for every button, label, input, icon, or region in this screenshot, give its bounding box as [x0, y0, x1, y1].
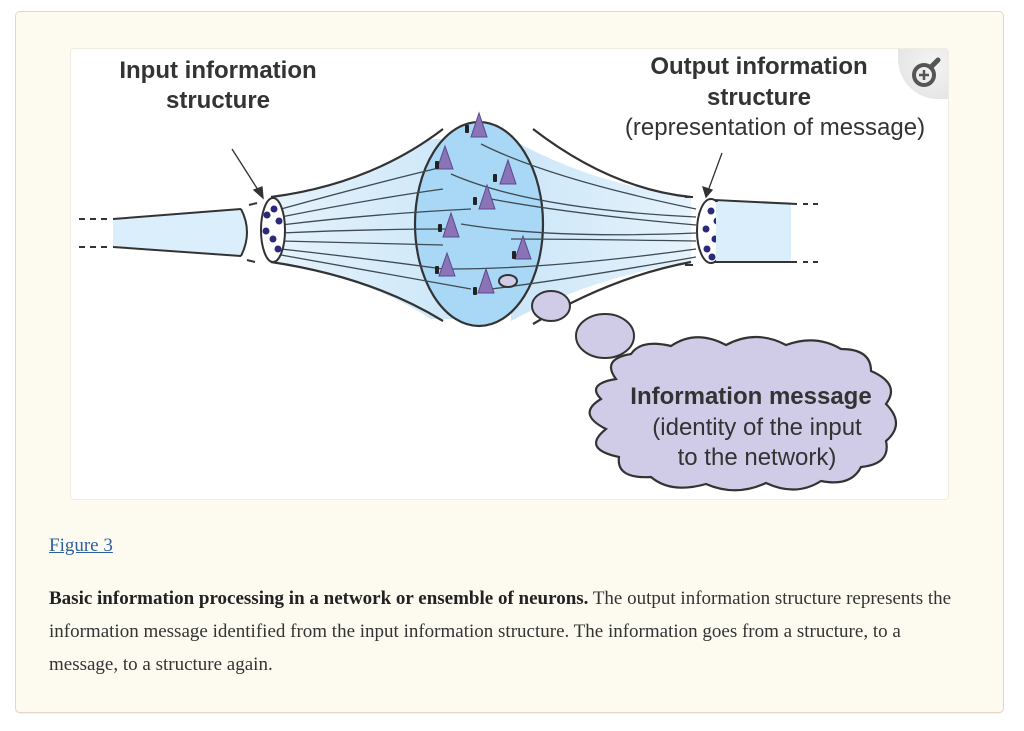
output-tube: [685, 196, 823, 266]
neuron: [478, 183, 496, 210]
neuron: [499, 158, 517, 185]
message-title: Information message: [630, 383, 871, 410]
neuron: [477, 267, 495, 294]
neurons: [436, 111, 532, 294]
output-subtitle: (representation of message): [625, 114, 925, 141]
figure-caption: Basic information processing in a networ…: [49, 582, 969, 681]
connection-lines: [280, 143, 697, 290]
caption-title: Basic information processing in a networ…: [49, 588, 589, 609]
input-title: Input information: [119, 57, 316, 84]
input-funnel: [271, 139, 466, 319]
zoom-image-button[interactable]: [898, 49, 948, 99]
input-tube: [79, 202, 258, 263]
figure-link[interactable]: Figure 3: [49, 535, 113, 556]
input-structure: [260, 197, 286, 263]
thought-bubble: [575, 313, 635, 359]
message-subtitle-1: (identity of the input: [652, 414, 862, 441]
figure-image[interactable]: Input information structure Output infor…: [70, 48, 949, 500]
network-diagram: Input information structure Output infor…: [79, 53, 925, 492]
neuron: [514, 234, 532, 260]
message-cloud: [588, 335, 898, 492]
thought-bubble: [531, 290, 571, 322]
output-title: Output information: [650, 53, 867, 80]
input-title-line2: structure: [166, 87, 270, 114]
pointer-arrows: [231, 148, 723, 200]
caption-text: The output information structure represe…: [49, 588, 952, 675]
neuron: [470, 111, 488, 138]
output-funnel: [511, 139, 691, 321]
magnifier-plus-icon: [912, 57, 941, 87]
neuron: [436, 144, 454, 170]
neuron-ensemble: [413, 120, 545, 328]
message-subtitle-2: to the network): [678, 444, 837, 471]
neuron: [442, 211, 460, 238]
neuron: [438, 251, 456, 277]
synapses: [435, 125, 516, 295]
output-title-line2: structure: [707, 84, 811, 111]
